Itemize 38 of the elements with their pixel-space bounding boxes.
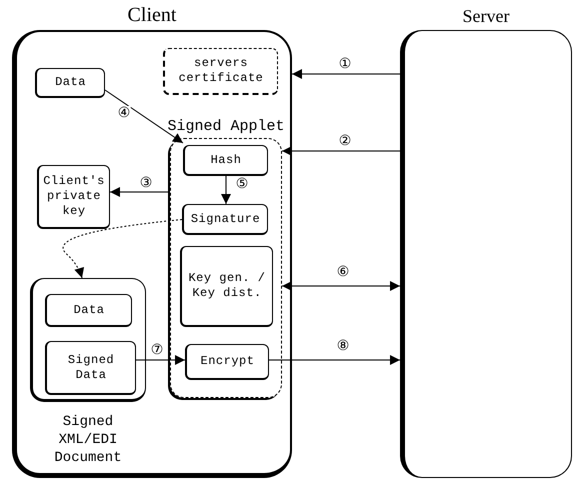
container-heading: Signed XML/EDI Document [53,412,123,468]
certificate-box [163,48,278,95]
box-label: Data [55,75,86,90]
arrow [268,355,400,365]
process-box [45,294,132,327]
box-label: Client's private key [43,174,105,219]
arrow [136,355,186,365]
edge-label: ⑥ [336,265,350,279]
key-box [37,165,110,229]
edge-label: ⑦ [150,343,164,357]
arrow [282,281,400,291]
edge-label: ② [338,134,352,148]
edge-label: ① [338,57,352,71]
box-label: Data [74,302,104,318]
box-label: Signed Data [66,352,116,382]
arrow [104,90,184,144]
arrow [221,176,231,204]
process-box [183,145,268,176]
container-heading: Server [462,5,510,28]
container-heading: Client [128,3,176,28]
box-label: Signature [190,212,260,226]
edge-label: ④ [118,106,130,120]
box-label: Encrypt [200,354,254,369]
process-box [35,68,105,98]
process-box [45,341,136,395]
arrow [292,69,400,79]
edge-label: ⑧ [336,339,350,353]
process-box [185,344,269,380]
box-label: Hash [210,152,242,168]
arrow [110,187,170,197]
process-box [182,204,268,235]
process-box [180,246,273,327]
box-label: Key gen. / Key dist. [187,271,266,301]
edge-label: ③ [140,176,152,190]
box-label: servers certificate [178,56,264,86]
container-heading: Signed Applet [167,116,285,136]
edge-label: ⑤ [236,177,248,191]
arrow [282,146,400,156]
